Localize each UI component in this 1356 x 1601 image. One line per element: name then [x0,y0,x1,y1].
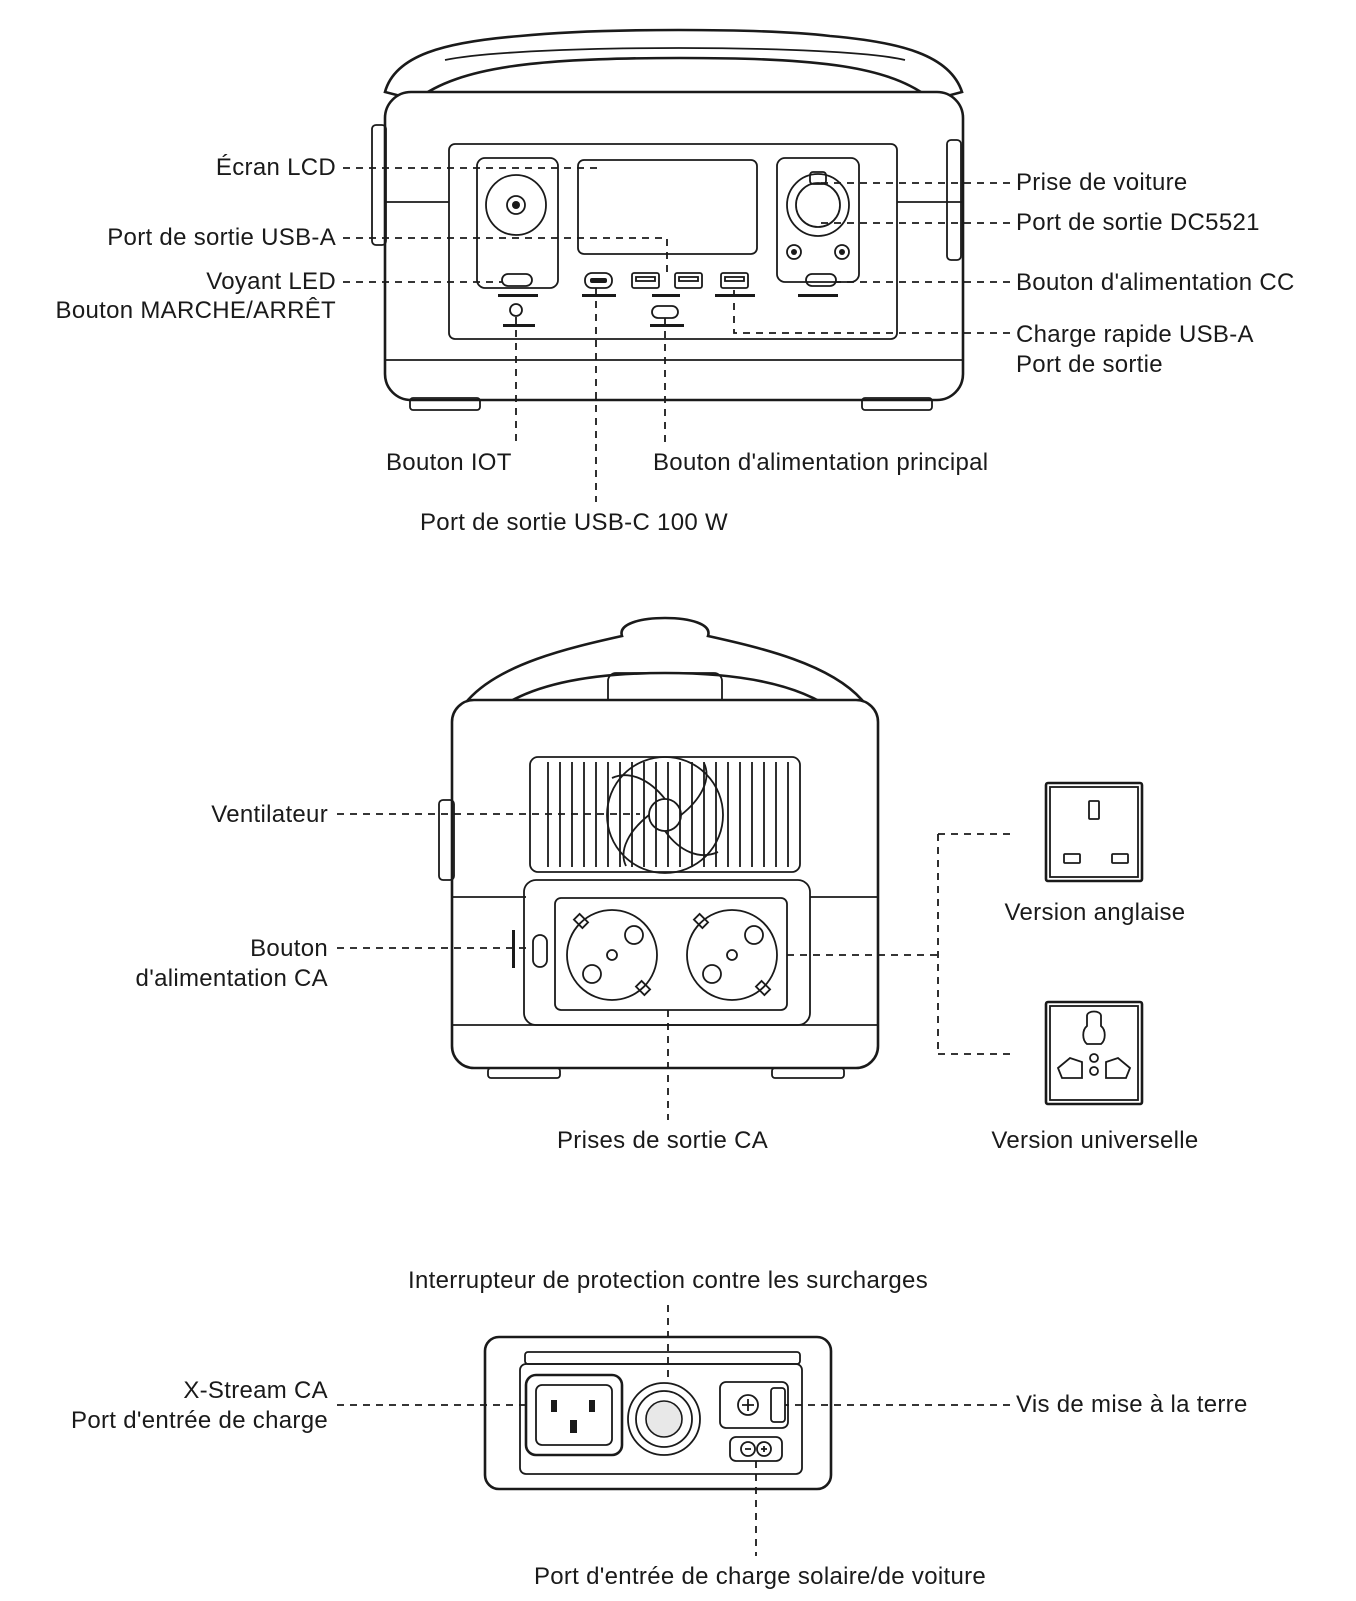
uk-socket [1044,781,1144,883]
label-usb-a-output: Port de sortie USB-A [107,224,336,251]
label-usb-c-output: Port de sortie USB-C 100 W [420,509,728,536]
label-main-power-button: Bouton d'alimentation principal [653,449,989,476]
dc-power-button [805,273,837,287]
label-dc5521-output: Port de sortie DC5521 [1016,209,1260,236]
iec-inlet [524,1373,624,1457]
usb-a-port-1 [631,272,660,289]
universal-socket [1044,1000,1144,1106]
label-xstream-ac-line2: Port d'entrée de charge [71,1407,328,1434]
label-universal-version: Version universelle [991,1127,1199,1154]
side-handle [465,616,865,714]
label-ac-power-button: Bouton [250,935,328,962]
front-panel [448,143,898,340]
usb-a-fast-port [720,272,749,289]
label-fast-charge-usb-a-line2: Port de sortie [1016,351,1163,378]
front-body [383,90,965,402]
dc5521-port-2 [834,244,850,260]
iot-button [509,303,523,317]
side-view [438,616,880,1079]
front-view [371,28,965,411]
ac-power-button [532,934,548,968]
label-car-socket: Prise de voiture [1016,169,1188,196]
side-leader-lines [337,813,1010,1120]
label-uk-version: Version anglaise [1004,899,1186,926]
label-led-indicator: Voyant LED [206,268,336,295]
back-view [483,1335,833,1491]
label-fan: Ventilateur [211,801,328,828]
label-dc-power-button: Bouton d'alimentation CC [1016,269,1295,296]
ac-outlet-1 [566,909,658,1001]
fan-blade [606,756,724,874]
ground-screw [737,1394,759,1416]
front-handle [383,28,964,102]
usb-a-port-2 [674,272,703,289]
label-fast-charge-usb-a: Charge rapide USB-A [1016,321,1254,348]
usb-c-port [584,272,613,289]
label-lcd-screen: Écran LCD [215,154,336,181]
label-xstream-ac: X-Stream CA [183,1377,328,1404]
overload-breaker [627,1382,701,1456]
label-ground-screw: Vis de mise à la terre [1016,1391,1248,1418]
label-ac-outlets: Prises de sortie CA [557,1127,769,1154]
side-body [450,698,880,1070]
label-on-off-button: Bouton MARCHE/ARRÊT [55,297,336,324]
label-ac-power-button-line2: d'alimentation CA [135,965,328,992]
front-leader-lines [343,167,1010,502]
car-socket [786,173,850,237]
ac-outlet-2 [686,909,778,1001]
ac-panel [523,879,811,1026]
back-leader-lines [337,1305,1010,1556]
dc5521-port-1 [786,244,802,260]
label-iot-button: Bouton IOT [386,449,512,476]
label-solar-car-input: Port d'entrée de charge solaire/de voitu… [533,1563,987,1590]
label-overload-switch: Interrupteur de protection contre les su… [407,1267,928,1294]
